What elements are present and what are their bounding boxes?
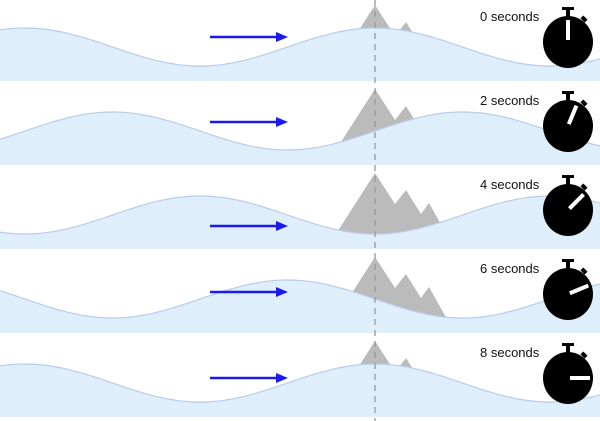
time-label: 6 seconds <box>480 261 540 276</box>
arrow-head-icon <box>276 32 288 42</box>
wave-surface-line <box>0 195 600 235</box>
stopwatch-icon <box>543 343 593 404</box>
stopwatch-hand <box>568 193 585 210</box>
water-wave <box>0 28 600 81</box>
time-label: 2 seconds <box>480 93 540 108</box>
panel <box>0 173 600 249</box>
stopwatch-hand <box>570 376 590 380</box>
wave-surface-line <box>0 111 600 151</box>
arrow-head-icon <box>276 373 288 383</box>
panel <box>0 341 600 417</box>
stopwatch-icon <box>543 91 593 152</box>
stopwatch-icon <box>543 7 593 68</box>
water-wave <box>0 364 600 417</box>
wave-surface-line <box>0 279 600 319</box>
stopwatch-hand <box>569 283 590 296</box>
stopwatch-icon <box>543 175 593 236</box>
arrow-head-icon <box>276 117 288 127</box>
panel <box>0 89 600 165</box>
water-wave <box>0 196 600 249</box>
water-wave <box>0 112 600 165</box>
stopwatch-icon <box>543 259 593 320</box>
panel <box>0 5 600 81</box>
wave-surface-line <box>0 363 600 403</box>
time-label: 4 seconds <box>480 177 540 192</box>
panel <box>0 257 600 333</box>
time-label: 0 seconds <box>480 9 540 24</box>
time-label: 8 seconds <box>480 345 540 360</box>
wave-surface-line <box>0 27 600 67</box>
stopwatch-hand <box>566 20 570 40</box>
arrow-head-icon <box>276 221 288 231</box>
stopwatch-hand <box>566 104 579 125</box>
water-wave <box>0 280 600 333</box>
arrow-head-icon <box>276 287 288 297</box>
